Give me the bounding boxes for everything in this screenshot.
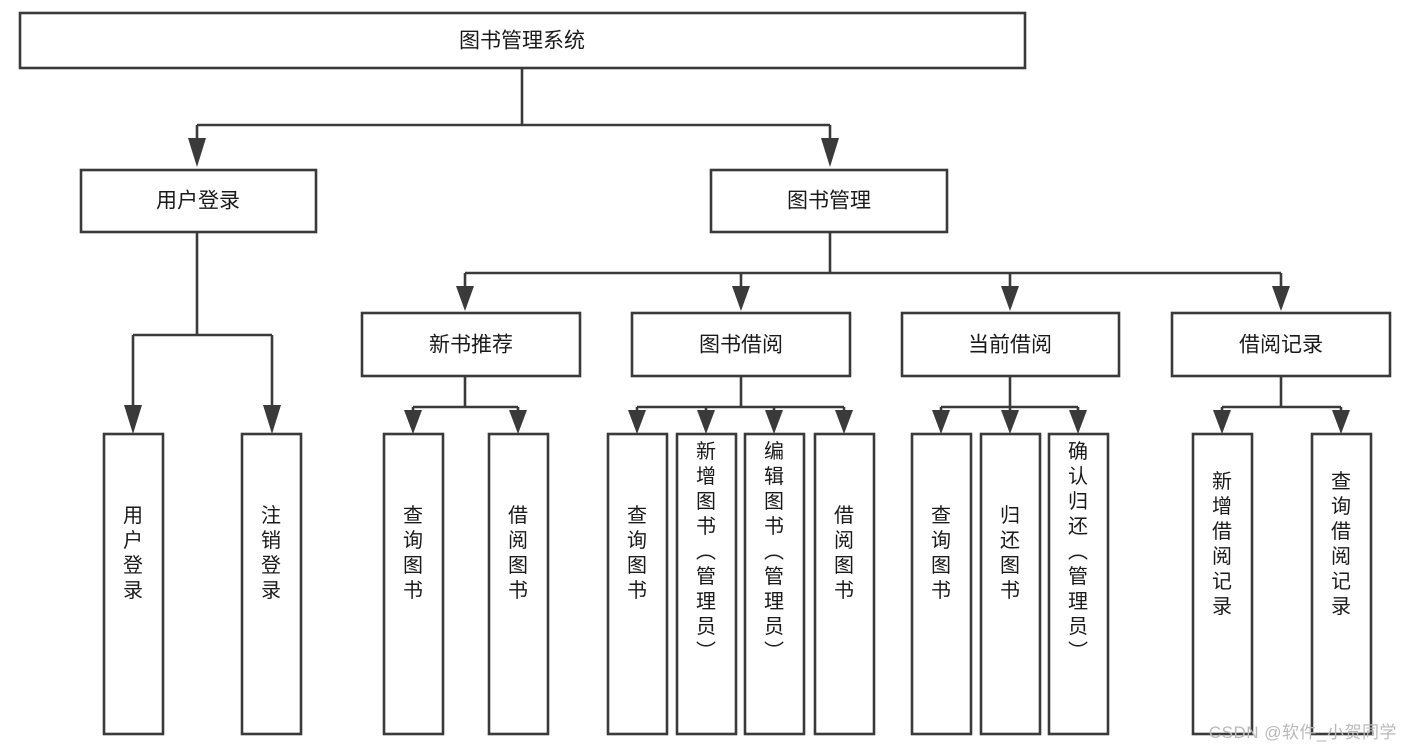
node-leaf-query-book-1[interactable]: 查询图书 bbox=[382, 432, 445, 736]
node-root-label: 图书管理系统 bbox=[459, 30, 585, 53]
arrow-head-user-login bbox=[188, 138, 206, 167]
node-leaf-borrow-book-2-box[interactable] bbox=[813, 432, 876, 736]
node-leaf-query-book-2[interactable]: 查询图书 bbox=[606, 432, 669, 736]
connector-group-new-book-rec bbox=[404, 376, 527, 434]
node-leaf-query-record[interactable]: 查询借阅记录 bbox=[1310, 432, 1373, 736]
node-leaf-query-book-1-box[interactable] bbox=[382, 432, 445, 736]
node-leaf-add-book-box[interactable] bbox=[675, 432, 738, 736]
csdn-watermark: CSDN @软件_小贺同学 bbox=[1208, 723, 1397, 742]
node-book-mgmt-box[interactable] bbox=[709, 168, 949, 234]
arrow-head-leaf-query-book-3 bbox=[932, 410, 950, 434]
connector-group-root bbox=[188, 68, 839, 167]
connector-group-user-login bbox=[124, 232, 281, 434]
node-leaf-borrow-book-1-label: 借阅图书 bbox=[508, 504, 528, 602]
arrow-head-leaf-query-book-1 bbox=[404, 410, 422, 434]
node-leaf-return-book[interactable]: 归还图书 bbox=[979, 432, 1042, 736]
node-leaf-user-login-label: 用户登录 bbox=[123, 505, 143, 602]
node-user-login-label: 用户登录 bbox=[156, 190, 240, 213]
arrow-head-leaf-logout bbox=[263, 405, 281, 434]
node-leaf-borrow-book-2[interactable]: 借阅图书 bbox=[813, 432, 876, 736]
arrow-head-leaf-return-book bbox=[1001, 410, 1019, 434]
node-leaf-user-login[interactable]: 用户登录 bbox=[102, 432, 165, 736]
node-leaf-return-book-label: 归还图书 bbox=[1000, 504, 1020, 602]
node-leaf-borrow-book-1-box[interactable] bbox=[487, 432, 550, 736]
node-book-borrow-label: 图书借阅 bbox=[699, 334, 783, 357]
arrow-head-leaf-query-record bbox=[1332, 410, 1350, 434]
node-leaf-confirm-return-box[interactable] bbox=[1047, 432, 1110, 736]
arrow-head-new-book-rec bbox=[456, 286, 474, 311]
node-leaf-borrow-book-1[interactable]: 借阅图书 bbox=[487, 432, 550, 736]
connector-group-current-borrow bbox=[932, 376, 1087, 434]
node-leaf-query-record-label: 查询借阅记录 bbox=[1331, 470, 1351, 618]
node-leaf-edit-book-label: 编辑图书︵管理员︶ bbox=[764, 440, 784, 663]
node-leaf-query-record-box[interactable] bbox=[1310, 432, 1373, 736]
node-new-book-rec-box[interactable] bbox=[360, 311, 582, 378]
node-leaf-query-book-3[interactable]: 查询图书 bbox=[910, 432, 973, 736]
node-leaf-borrow-book-2-label: 借阅图书 bbox=[834, 504, 854, 602]
node-leaf-user-login-box[interactable] bbox=[102, 432, 165, 736]
node-leaf-add-record-box[interactable] bbox=[1191, 432, 1254, 736]
node-borrow-record-box[interactable] bbox=[1170, 311, 1392, 378]
node-leaf-edit-book[interactable]: 编辑图书︵管理员︶ bbox=[743, 432, 806, 736]
connector-group-borrow-record bbox=[1213, 376, 1350, 434]
node-borrow-record-label: 借阅记录 bbox=[1239, 334, 1323, 357]
arrow-head-borrow-record bbox=[1272, 286, 1290, 311]
node-leaf-add-book-label: 新增图书︵管理员︶ bbox=[696, 440, 716, 663]
connector-group-book-mgmt bbox=[456, 232, 1290, 311]
node-book-mgmt-label: 图书管理 bbox=[787, 190, 871, 213]
node-borrow-record[interactable]: 借阅记录 bbox=[1170, 311, 1392, 378]
node-leaf-query-book-2-box[interactable] bbox=[606, 432, 669, 736]
arrow-head-leaf-borrow-book-1 bbox=[509, 410, 527, 434]
node-leaf-logout[interactable]: 注销登录 bbox=[240, 432, 303, 736]
node-leaf-logout-label: 注销登录 bbox=[261, 504, 281, 602]
node-new-book-rec-label: 新书推荐 bbox=[429, 334, 513, 357]
arrow-head-leaf-query-book-2 bbox=[628, 410, 646, 434]
node-current-borrow-label: 当前借阅 bbox=[968, 334, 1052, 357]
node-leaf-add-record[interactable]: 新增借阅记录 bbox=[1191, 432, 1254, 736]
node-book-borrow[interactable]: 图书借阅 bbox=[630, 311, 852, 378]
node-root-box[interactable] bbox=[18, 11, 1027, 70]
node-leaf-query-book-2-label: 查询图书 bbox=[627, 504, 647, 602]
arrow-head-leaf-user-login bbox=[124, 405, 142, 434]
node-book-mgmt[interactable]: 图书管理 bbox=[709, 168, 949, 234]
arrow-head-leaf-add-book bbox=[697, 410, 715, 434]
arrow-head-book-borrow bbox=[732, 286, 750, 311]
node-user-login[interactable]: 用户登录 bbox=[79, 168, 318, 234]
node-book-borrow-box[interactable] bbox=[630, 311, 852, 378]
node-leaf-query-book-1-label: 查询图书 bbox=[403, 504, 423, 602]
arrow-head-leaf-edit-book bbox=[765, 410, 783, 434]
node-leaf-query-book-3-label: 查询图书 bbox=[931, 504, 951, 602]
node-leaf-add-book[interactable]: 新增图书︵管理员︶ bbox=[675, 432, 738, 736]
node-leaf-return-book-box[interactable] bbox=[979, 432, 1042, 736]
node-root[interactable]: 图书管理系统 bbox=[18, 11, 1027, 70]
node-leaf-add-record-label: 新增借阅记录 bbox=[1212, 470, 1232, 618]
node-leaf-query-book-3-box[interactable] bbox=[910, 432, 973, 736]
node-leaf-edit-book-box[interactable] bbox=[743, 432, 806, 736]
arrow-head-leaf-add-record bbox=[1213, 410, 1231, 434]
arrow-head-leaf-confirm-return bbox=[1069, 410, 1087, 434]
node-current-borrow-box[interactable] bbox=[900, 311, 1121, 378]
arrow-head-book-mgmt bbox=[821, 138, 839, 167]
connector-group-book-borrow bbox=[628, 376, 853, 434]
node-user-login-box[interactable] bbox=[79, 168, 318, 234]
node-new-book-rec[interactable]: 新书推荐 bbox=[360, 311, 582, 378]
node-leaf-logout-box[interactable] bbox=[240, 432, 303, 736]
arrow-head-current-borrow bbox=[1001, 286, 1019, 311]
node-leaf-confirm-return[interactable]: 确认归还︵管理员︶ bbox=[1047, 432, 1110, 736]
node-leaf-confirm-return-label: 确认归还︵管理员︶ bbox=[1068, 440, 1088, 663]
node-current-borrow[interactable]: 当前借阅 bbox=[900, 311, 1121, 378]
arrow-head-leaf-borrow-book-2 bbox=[835, 410, 853, 434]
